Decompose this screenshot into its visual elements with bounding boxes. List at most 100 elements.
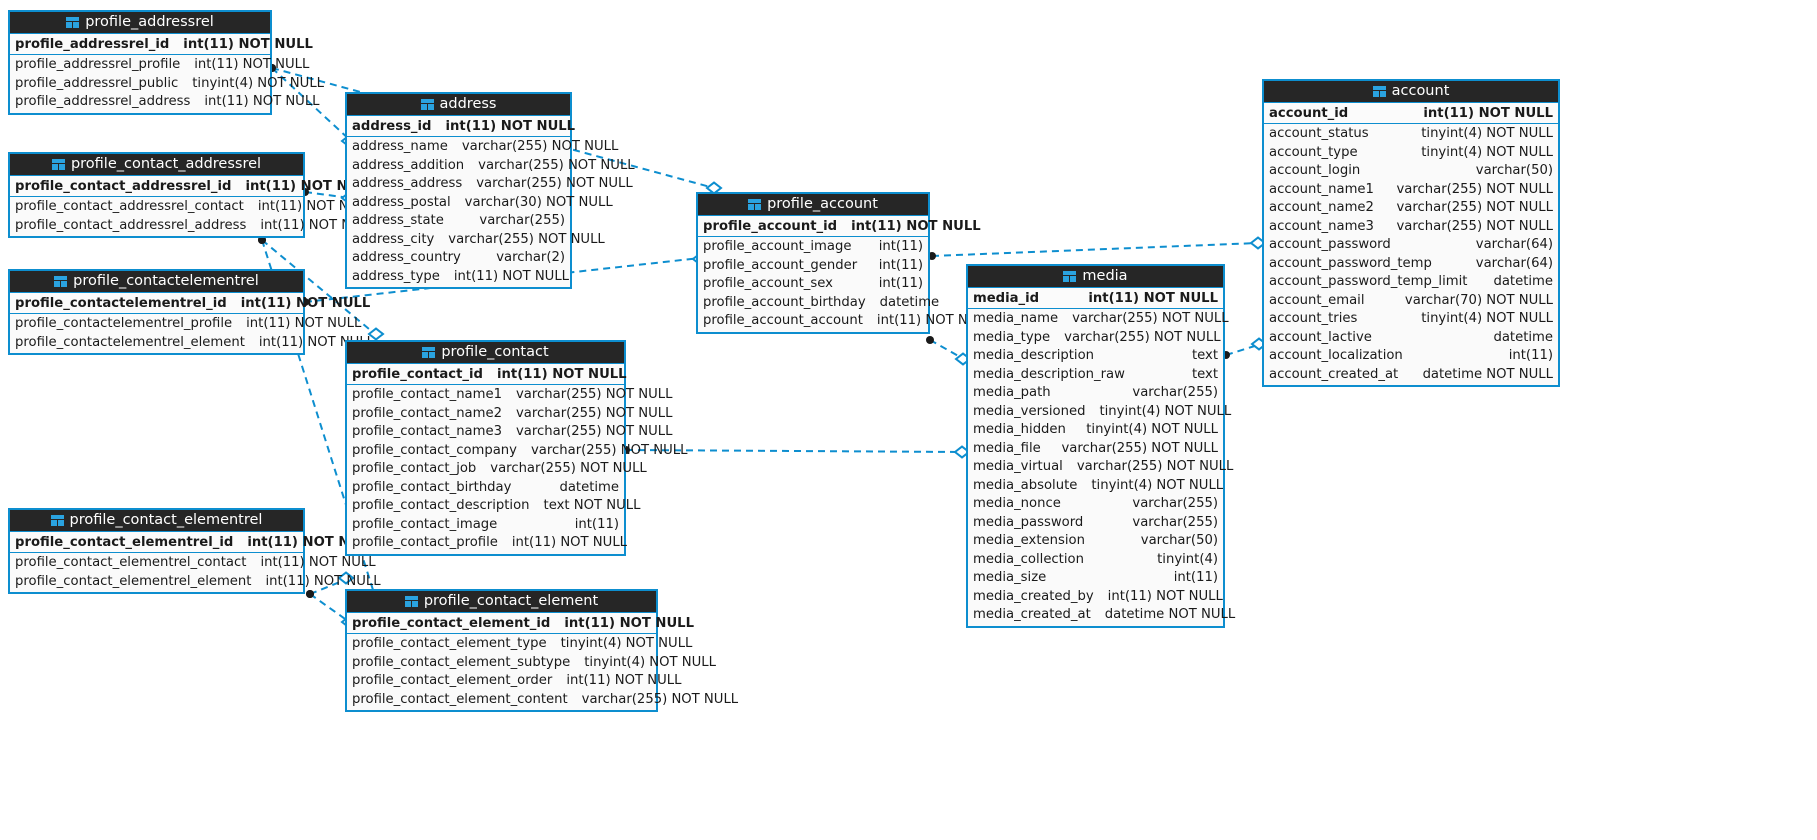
table-header-profile_contact_elementrel[interactable]: profile_contact_elementrel [10, 510, 303, 532]
table-header-profile_contact_addressrel[interactable]: profile_contact_addressrel [10, 154, 303, 176]
relationship-rel-media-account[interactable] [1222, 337, 1268, 359]
table-header-profile_account[interactable]: profile_account [698, 194, 928, 216]
table-header-address[interactable]: address [347, 94, 570, 116]
relationship-rel-profile_account-account[interactable] [928, 236, 1267, 260]
table-header-profile_contact_element[interactable]: profile_contact_element [347, 591, 656, 613]
table-header-profile_contactelementrel[interactable]: profile_contactelementrel [10, 271, 303, 293]
relationship-rel-profile_account-media[interactable] [926, 336, 972, 366]
table-header-profile_addressrel[interactable]: profile_addressrel [10, 12, 270, 34]
table-header-account[interactable]: account [1264, 81, 1558, 103]
table-header-profile_contact[interactable]: profile_contact [347, 342, 624, 364]
table-header-media[interactable]: media [968, 266, 1223, 288]
